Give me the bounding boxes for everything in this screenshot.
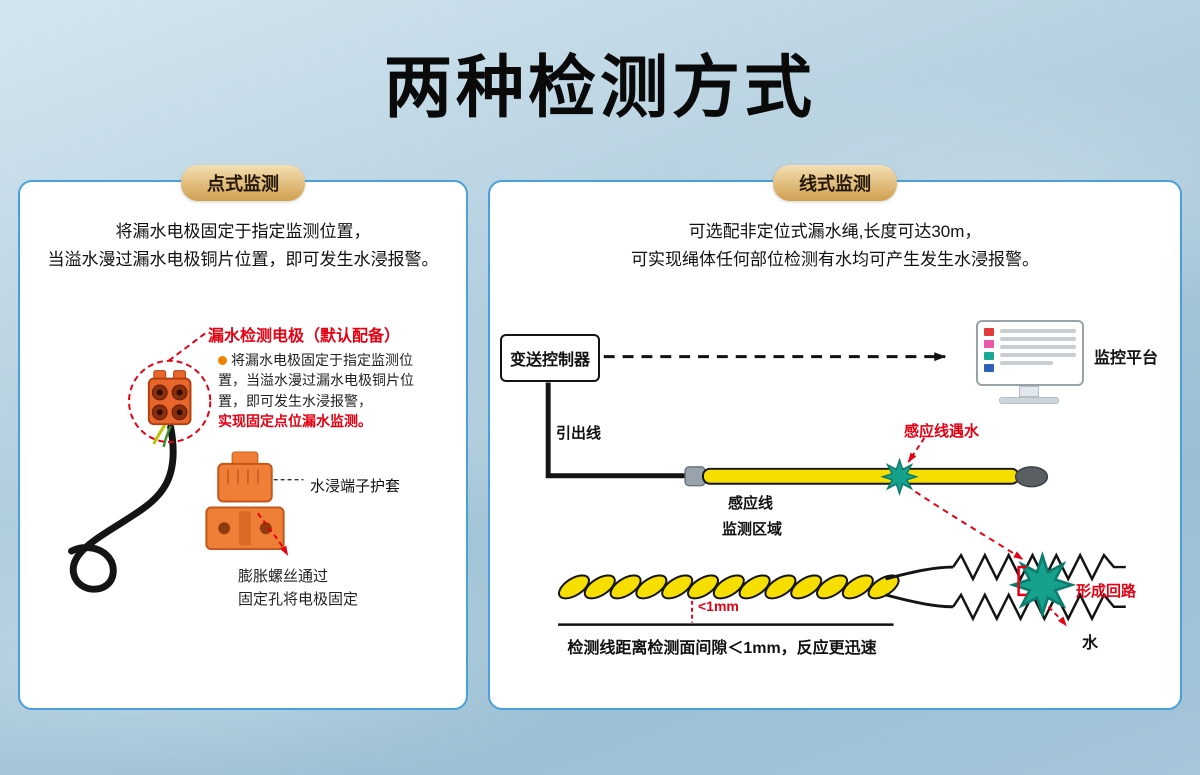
line-intro-line1: 可选配非定位式漏水绳,长度可达30m， <box>688 222 982 241</box>
water-arrow <box>1047 606 1068 627</box>
gap-label: <1mm <box>698 598 739 614</box>
screw-note: 膨胀螺丝通过 固定孔将电极固定 <box>238 566 358 611</box>
platform-label: 监控平台 <box>1094 350 1159 367</box>
gap-caption: 检测线距离检测面间隙＜1mm，反应更迅速 <box>567 640 877 657</box>
transmitter-controller-box: 变送控制器 <box>500 334 600 382</box>
circuit-wire-top <box>885 565 954 581</box>
terminal-sleeve-icon <box>205 451 285 551</box>
cable-wire-yellow <box>152 424 166 445</box>
electrode-description-text: 将漏水电极固定于指定监测位置，当溢水漫过漏水电极铜片位置，即可发生水浸报警， <box>218 352 414 409</box>
point-intro-line2: 当溢水漫过漏水电极铜片位置，即可发生水浸报警。 <box>47 249 439 269</box>
orange-bullet-icon <box>218 356 227 365</box>
electrode-description-highlight: 实现固定点位漏水监测。 <box>218 412 372 429</box>
wet-point-label: 感应线遇水 <box>904 423 980 440</box>
electrode-highlight-circle <box>128 359 212 444</box>
monitor-square-teal <box>984 352 994 360</box>
page-title: 两种检测方式 <box>383 50 816 126</box>
monitor-line <box>1000 337 1076 341</box>
line-intro: 可选配非定位式漏水绳,长度可达30m， 可实现绳体任何部位检测有水均可产生发生水… <box>498 218 1172 273</box>
lead-wire-label: 引出线 <box>556 425 602 442</box>
monitor-line <box>1000 329 1076 333</box>
point-intro: 将漏水电极固定于指定监测位置， 当溢水漫过漏水电极铜片位置，即可发生水浸报警。 <box>28 218 458 273</box>
screw-arrow <box>257 512 289 556</box>
monitor-screen-icon <box>976 320 1084 386</box>
monitor-square-blue <box>984 364 994 372</box>
monitor-line <box>1000 353 1076 357</box>
loop-label: 形成回路 <box>1076 583 1137 600</box>
point-monitoring-badge: 点式监测 <box>181 165 305 201</box>
cable-water-splash-icon <box>881 459 918 495</box>
wet-point-arrow <box>907 437 926 463</box>
leak-electrode-icon <box>147 370 192 426</box>
monitor-stand-base <box>999 397 1059 404</box>
sleeve-label: 水浸端子护套 <box>310 478 401 495</box>
monitor-stand-neck <box>1019 386 1039 397</box>
monitor-line <box>1000 361 1054 365</box>
loop-highlight-bracket <box>1017 565 1027 597</box>
monitor-area-label: 监测区域 <box>722 521 783 538</box>
electrode-label: 漏水检测电极（默认配备） <box>208 328 401 345</box>
circuit-wire-bottom <box>885 593 954 609</box>
monitor-content <box>1000 328 1076 378</box>
electrode-description: 将漏水电极固定于指定监测位置，当溢水漫过漏水电极铜片位置，即可发生水浸报警， 实现… <box>218 350 416 431</box>
monitor-square-red <box>984 328 994 336</box>
sensing-cable-art <box>684 466 1049 488</box>
electrode-cable-art <box>68 423 177 593</box>
monitor-line <box>1000 345 1076 349</box>
monitor-sidebar <box>984 328 994 378</box>
monitor-square-pink <box>984 340 994 348</box>
zoom-arrow <box>914 490 1024 560</box>
line-monitoring-panel: 线式监测 可选配非定位式漏水绳,长度可达30m， 可实现绳体任何部位检测有水均可… <box>488 165 1182 710</box>
screw-note-line2: 固定孔将电极固定 <box>238 590 359 608</box>
point-monitoring-panel: 点式监测 将漏水电极固定于指定监测位置， 当溢水漫过漏水电极铜片位置，即可发生水… <box>18 165 468 710</box>
line-intro-line2: 可实现绳体任何部位检测有水均可产生发生水浸报警。 <box>631 249 1039 269</box>
loop-water-splash-icon <box>1011 554 1074 616</box>
sensing-wire-label: 感应线 <box>728 495 774 512</box>
cable-wire-green <box>162 425 172 448</box>
line-monitoring-badge: 线式监测 <box>773 165 897 201</box>
zigzag-top <box>952 552 1126 582</box>
point-intro-line1: 将漏水电极固定于指定监测位置， <box>115 222 371 241</box>
water-label: 水 <box>1082 635 1099 652</box>
electrode-leader-line <box>168 330 209 362</box>
screw-note-line1: 膨胀螺丝通过 <box>238 568 329 585</box>
